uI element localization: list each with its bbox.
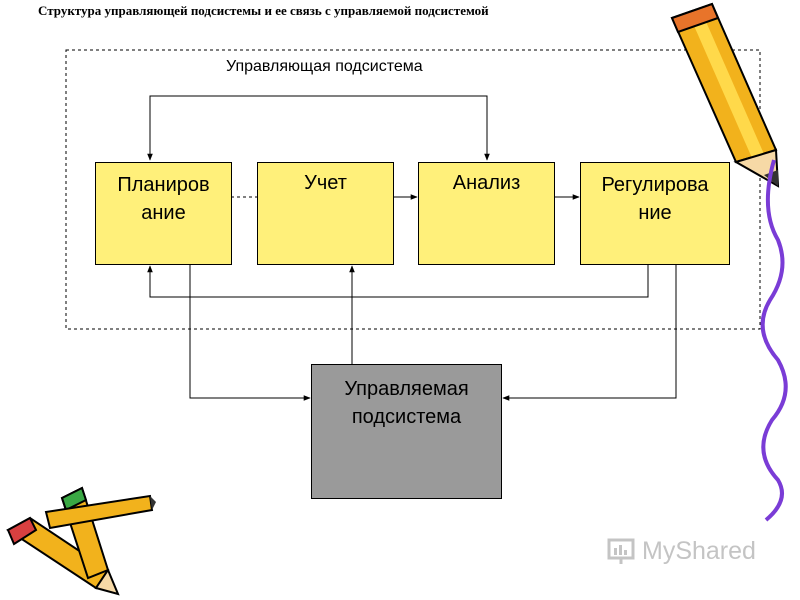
pencil-icon <box>670 2 788 522</box>
regulation-label-line1: Регулирова <box>601 174 709 196</box>
control-subsystem-label: Управляющая подсистема <box>226 58 423 75</box>
watermark-text: MyShared <box>642 536 756 565</box>
watermark: MyShared <box>606 536 756 566</box>
crossed-pencils-icon <box>6 486 156 596</box>
arrow-regulation-managed <box>502 264 677 401</box>
planning-box: Планиров ание <box>95 162 232 265</box>
regulation-box: Регулирова ние <box>580 162 730 265</box>
planning-label-line2: ание <box>141 202 186 224</box>
regulation-label-line2: ние <box>638 202 672 224</box>
analysis-box: Анализ <box>418 162 555 265</box>
control-subsystem-boundary <box>65 49 761 330</box>
feedback-arrow-top <box>147 95 490 161</box>
accounting-box: Учет <box>257 162 394 265</box>
slide-title: Структура управляющей подсистемы и ее св… <box>38 3 489 18</box>
arrow-planning-managed <box>189 264 311 401</box>
feedback-arrow-bottom <box>147 264 649 298</box>
managed-label-line2: подсистема <box>351 406 462 428</box>
planning-label-line1: Планиров <box>117 174 210 196</box>
managed-subsystem-box: Управляемая подсистема <box>311 364 502 499</box>
accounting-label: Учет <box>304 172 347 194</box>
managed-label-line1: Управляемая <box>344 378 469 400</box>
myshared-logo-icon <box>607 538 635 564</box>
analysis-label: Анализ <box>452 172 521 194</box>
